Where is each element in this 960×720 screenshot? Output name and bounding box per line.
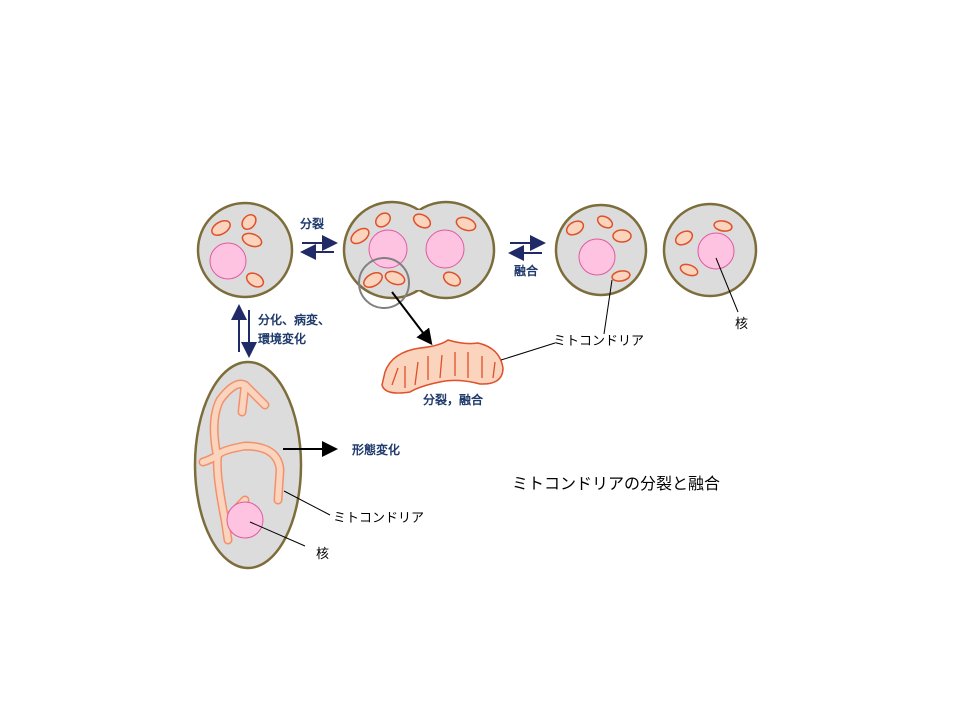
nucleus-label-bottom: 核 [316,547,329,562]
cell-single [196,201,294,299]
nucleus-label-top: 核 [735,317,748,332]
cell-fused-b [662,202,758,298]
zoom-arrow [391,291,433,346]
caption: ミトコンドリアの分裂と融合 [512,474,720,493]
fusion-label: 融合 [514,263,539,278]
differentiation-label-2: 環境変化 [258,331,306,346]
cell-fused-a [554,203,648,297]
differentiation-label-1: 分化、病変、 [258,312,330,327]
mitochondria-label-top: ミトコンドリア [553,334,644,349]
cell-elongated [193,360,303,570]
highlight-circle [358,257,410,309]
fission-label: 分裂 [300,216,324,231]
mitochondrion-enlarged [381,339,504,394]
fission-fusion-label: 分裂，融合 [423,392,484,407]
cell-dividing [342,200,496,309]
morphology-change-label: 形態変化 [352,442,400,457]
mitochondria-label-bottom: ミトコンドリア [333,511,424,526]
